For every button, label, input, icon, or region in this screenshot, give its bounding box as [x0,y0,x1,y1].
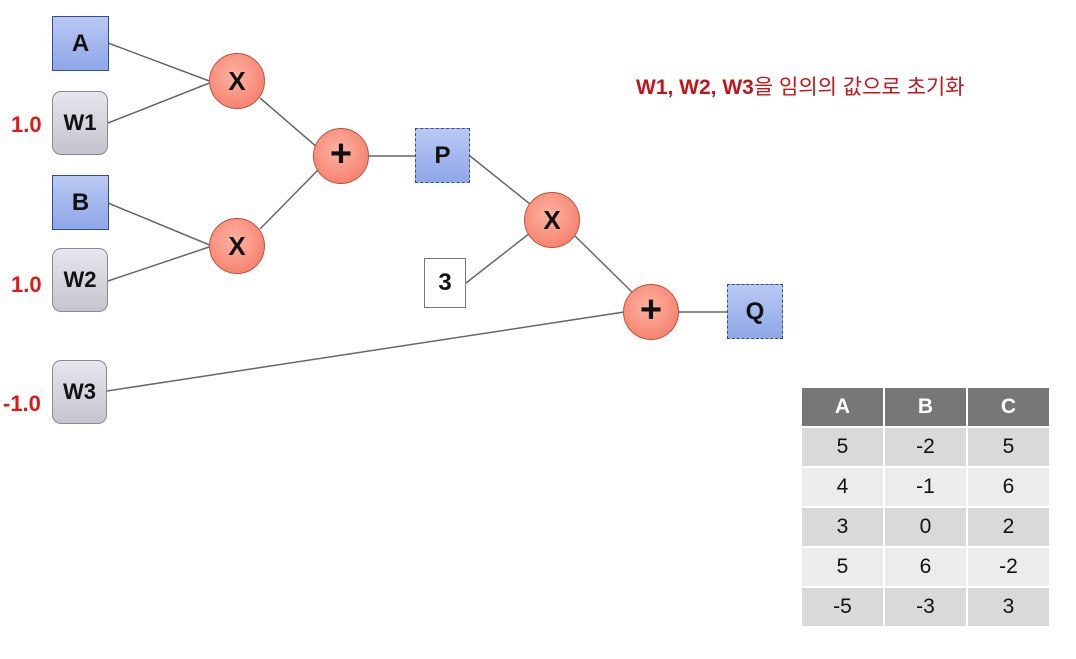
table-cell: -1 [885,468,966,508]
table-row: 5 -2 5 [802,428,1049,468]
table-row: -5 -3 3 [802,588,1049,628]
edge-b-mul2 [107,202,213,247]
edge-mul3-add2 [574,235,635,295]
table-row: 3 0 2 [802,508,1049,548]
table-row: 4 -1 6 [802,468,1049,508]
table-header-row: A B C [802,388,1049,428]
table-cell: -3 [885,588,966,628]
table-cell: 5 [802,548,883,588]
data-table: A B C 5 -2 5 4 -1 6 3 0 2 5 6 -2 -5 -3 3 [800,388,1051,628]
multiply-node-2: X [209,218,265,274]
w3-value-label: -1.0 [3,391,41,416]
table-header-cell: B [885,388,966,428]
initialization-note: W1, W2, W3을 임의의 값으로 초기화 [636,71,965,101]
output-p-node: P [415,128,470,183]
weight-w1-node: W1 [52,91,108,155]
table-cell: 6 [885,548,966,588]
input-a-node: A [52,16,109,71]
table-cell: 5 [802,428,883,468]
table-header-cell: C [968,388,1049,428]
constant-node: 3 [424,258,466,308]
table-cell: -2 [968,548,1049,588]
table-cell: 3 [968,588,1049,628]
table-cell: 5 [968,428,1049,468]
table-cell: 3 [802,508,883,548]
table-header-cell: A [802,388,883,428]
weight-w3-node: W3 [52,360,107,424]
edge-const-mul3 [465,232,531,284]
input-b-node: B [52,175,109,230]
output-q-node: Q [727,284,783,339]
edge-w2-mul2 [107,245,213,282]
multiply-node-1: X [209,53,265,109]
table-cell: 6 [968,468,1049,508]
edge-mul2-add1 [259,169,319,230]
edge-a-mul1 [107,42,213,83]
edge-w3-add2 [106,311,625,392]
table-cell: 0 [885,508,966,548]
multiply-node-3: X [524,192,580,248]
w1-value-label: 1.0 [11,112,42,137]
table-cell: 4 [802,468,883,508]
edge-mul1-add1 [259,97,319,149]
note-text: 을 임의의 값으로 초기화 [753,76,965,99]
edge-p-mul3 [469,155,531,205]
add-node-1: + [313,128,369,184]
edge-w1-mul1 [107,81,213,124]
weight-w2-node: W2 [52,248,108,312]
w2-value-label: 1.0 [11,272,42,297]
note-variables: W1, W2, W3 [636,76,754,99]
table-cell: -2 [885,428,966,468]
table-cell: 2 [968,508,1049,548]
table-cell: -5 [802,588,883,628]
add-node-2: + [623,284,679,340]
table-row: 5 6 -2 [802,548,1049,588]
